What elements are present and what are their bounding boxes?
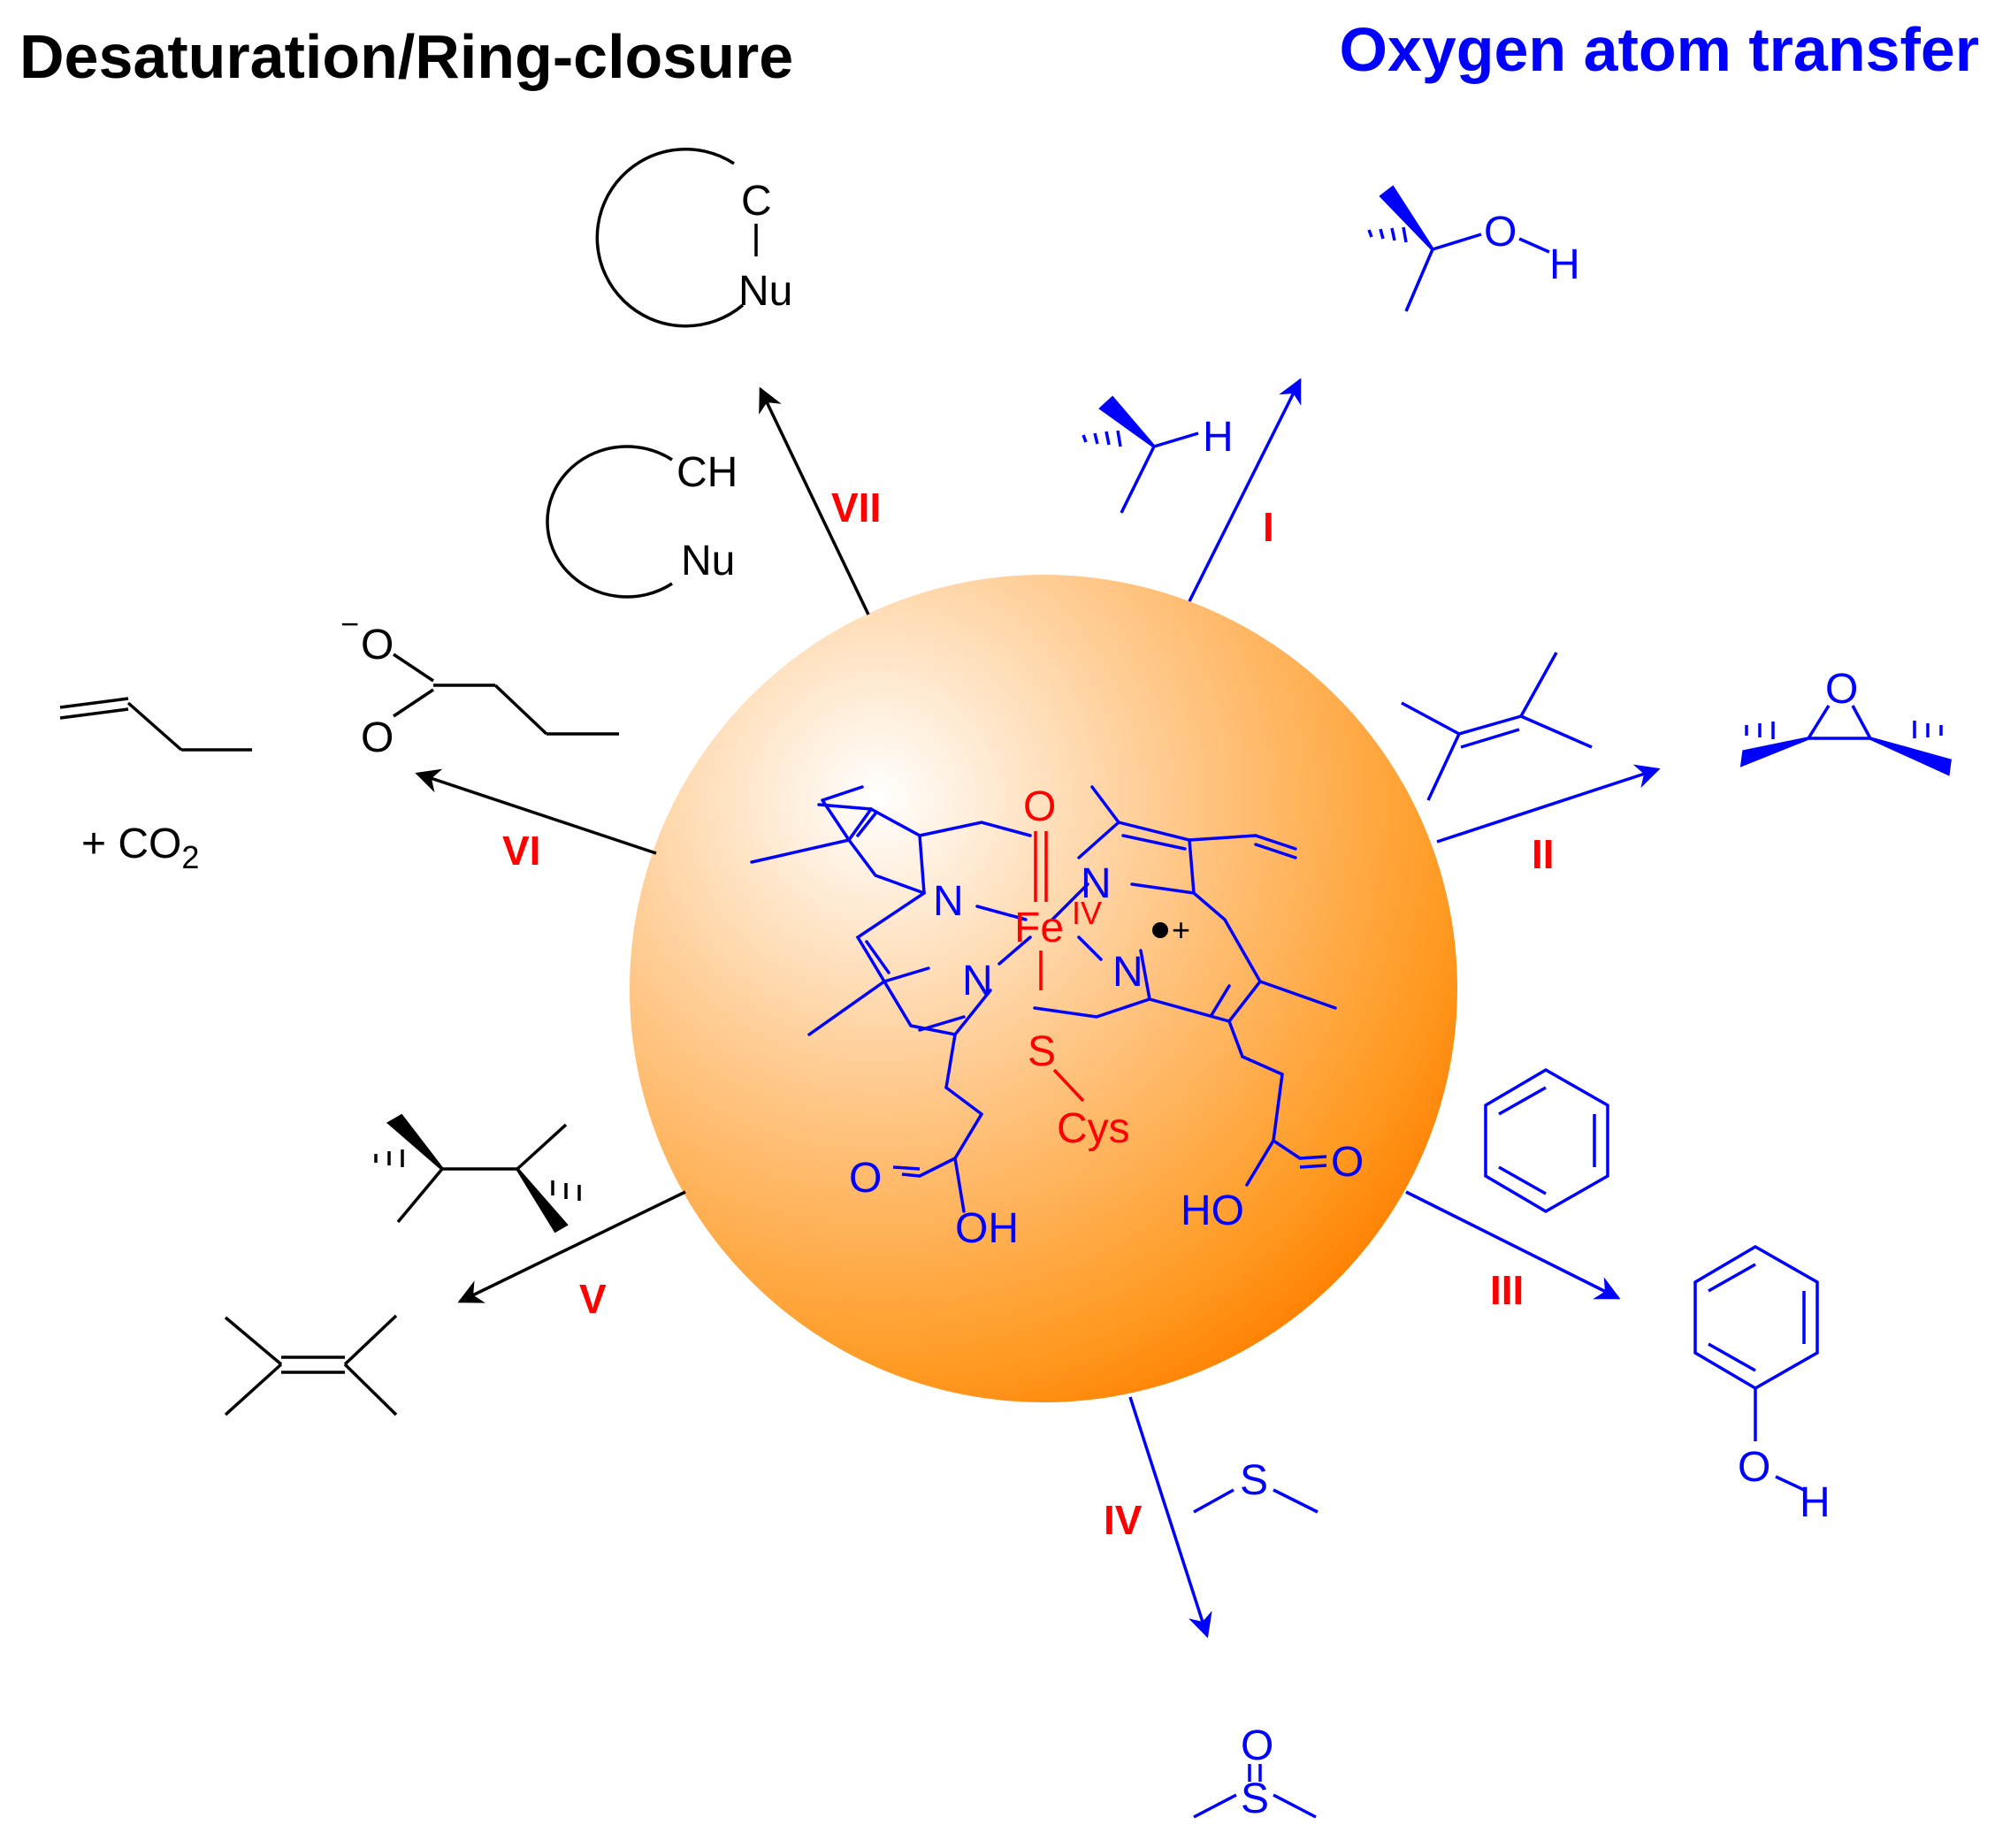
phenol-oxygen: O [1738, 1444, 1770, 1491]
epoxide-oxygen: O [1825, 666, 1858, 713]
iron-bonds [1034, 831, 1085, 1103]
numeral-iii: III [1490, 1267, 1524, 1313]
numeral-vi: VI [502, 828, 540, 874]
porphyrin-ring [750, 785, 1337, 1213]
hydroxylation-product [1367, 185, 1550, 312]
arrow-pathway-iv [1128, 1396, 1212, 1638]
heading-oxygen-transfer: Oxygen atom transfer [1339, 15, 1979, 84]
desaturation-substrate [374, 1113, 581, 1233]
numeral-ii: II [1532, 831, 1555, 877]
decarboxylation-substrate [393, 653, 619, 736]
benzene-substrate [1484, 1067, 1609, 1214]
ring-closed-arc [595, 147, 745, 328]
epoxide-product [1739, 705, 1952, 776]
ring-nu-label: Nu [681, 538, 735, 584]
co2-label: + CO2 [81, 821, 199, 875]
sulfoxide-product [1193, 1764, 1317, 1819]
propionate-right [1299, 1155, 1327, 1169]
radical-cation-sign: + [1172, 912, 1190, 948]
decarboxylation-product [59, 697, 252, 752]
sulfoxide-oxygen: O [1241, 1722, 1273, 1769]
numeral-vii: VII [831, 485, 881, 531]
acid-oh-right: HO [1181, 1187, 1244, 1234]
nitrogen-d: N [962, 958, 993, 1004]
desaturation-product [224, 1314, 398, 1417]
arrow-pathway-ii [1436, 764, 1661, 844]
acid-o-right: O [1331, 1139, 1364, 1186]
radical-dot [1152, 922, 1168, 938]
epoxidation-substrate [1401, 652, 1593, 801]
phenol-hydrogen: H [1800, 1479, 1831, 1526]
ring-c-label: C [741, 178, 772, 225]
ring-ch-label: CH [676, 449, 738, 496]
numeral-iv: IV [1104, 1497, 1143, 1543]
nitrogen-c: N [1112, 949, 1143, 996]
iron-atom: Fe [1014, 905, 1064, 951]
ring-nu-closed-label: Nu [738, 268, 792, 315]
numeral-v: V [579, 1276, 607, 1322]
product-hydrogen: H [1549, 241, 1580, 288]
numeral-i: I [1263, 504, 1274, 550]
substrate-hydrogen: H [1203, 414, 1234, 461]
acid-oh-left: OH [955, 1205, 1019, 1252]
carboxylate-charge: − [340, 606, 359, 642]
enzyme-sphere [630, 575, 1457, 1402]
nitrogen-b: N [1081, 860, 1112, 907]
sulfoxide-sulfur: S [1241, 1775, 1269, 1822]
product-oxygen: O [1484, 209, 1517, 256]
arrow-pathway-iii [1405, 1190, 1621, 1300]
carboxylate-oxygen-1: O [361, 622, 394, 668]
nitrogen-a: N [933, 878, 964, 925]
oxo-oxygen: O [1023, 783, 1056, 830]
acid-o-left: O [849, 1155, 882, 1202]
carboxylate-oxygen-2: O [361, 714, 394, 761]
hydroxylation-substrate [1082, 395, 1199, 514]
phenol-product [1693, 1244, 1819, 1492]
arrow-pathway-vii [759, 386, 870, 615]
sulfide-substrate [1193, 1488, 1319, 1514]
arrow-pathway-vi [415, 768, 657, 855]
arrow-pathway-v [457, 1190, 686, 1303]
sulfur-atom: S [1028, 1028, 1056, 1075]
sulfide-sulfur: S [1240, 1457, 1268, 1504]
heading-desaturation: Desaturation/Ring-closure [19, 22, 793, 91]
iron-oxidation-state: IV [1072, 895, 1102, 931]
propionate-left [892, 1165, 921, 1178]
cysteine-label: Cys [1057, 1105, 1130, 1152]
arrow-pathway-i [1188, 378, 1302, 602]
ring-open-arc [546, 445, 673, 599]
